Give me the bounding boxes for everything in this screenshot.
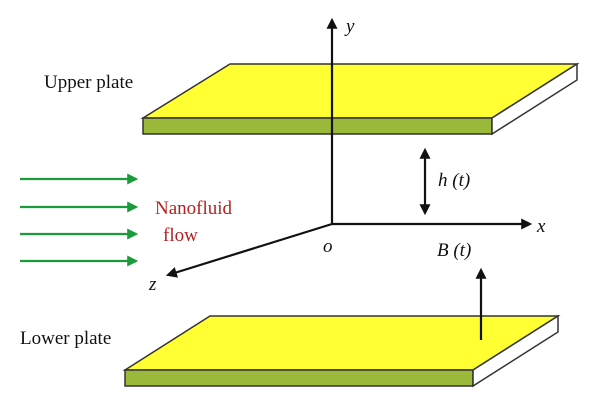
gap-label: h (t) — [438, 170, 470, 191]
lower-plate-front-face — [124, 369, 474, 387]
upper-plate-front-face — [142, 117, 493, 135]
z-axis — [165, 222, 333, 278]
nanofluid-label: Nanofluid — [155, 198, 233, 219]
z-axis-label: z — [148, 274, 157, 295]
origin-label: o — [323, 236, 333, 257]
lower-plate — [122, 314, 561, 388]
magnetic-field-label: B (t) — [437, 240, 471, 261]
flow-arrows — [20, 173, 139, 267]
flow-label: flow — [163, 225, 198, 246]
lower-plate-label: Lower plate — [20, 328, 111, 349]
y-axis-label: y — [344, 16, 355, 37]
x-axis-label: x — [536, 216, 546, 237]
upper-plate-side-face — [491, 62, 578, 136]
upper-plate-label: Upper plate — [44, 72, 133, 93]
upper-plate — [140, 62, 580, 136]
lower-plate-side-face — [472, 314, 559, 388]
